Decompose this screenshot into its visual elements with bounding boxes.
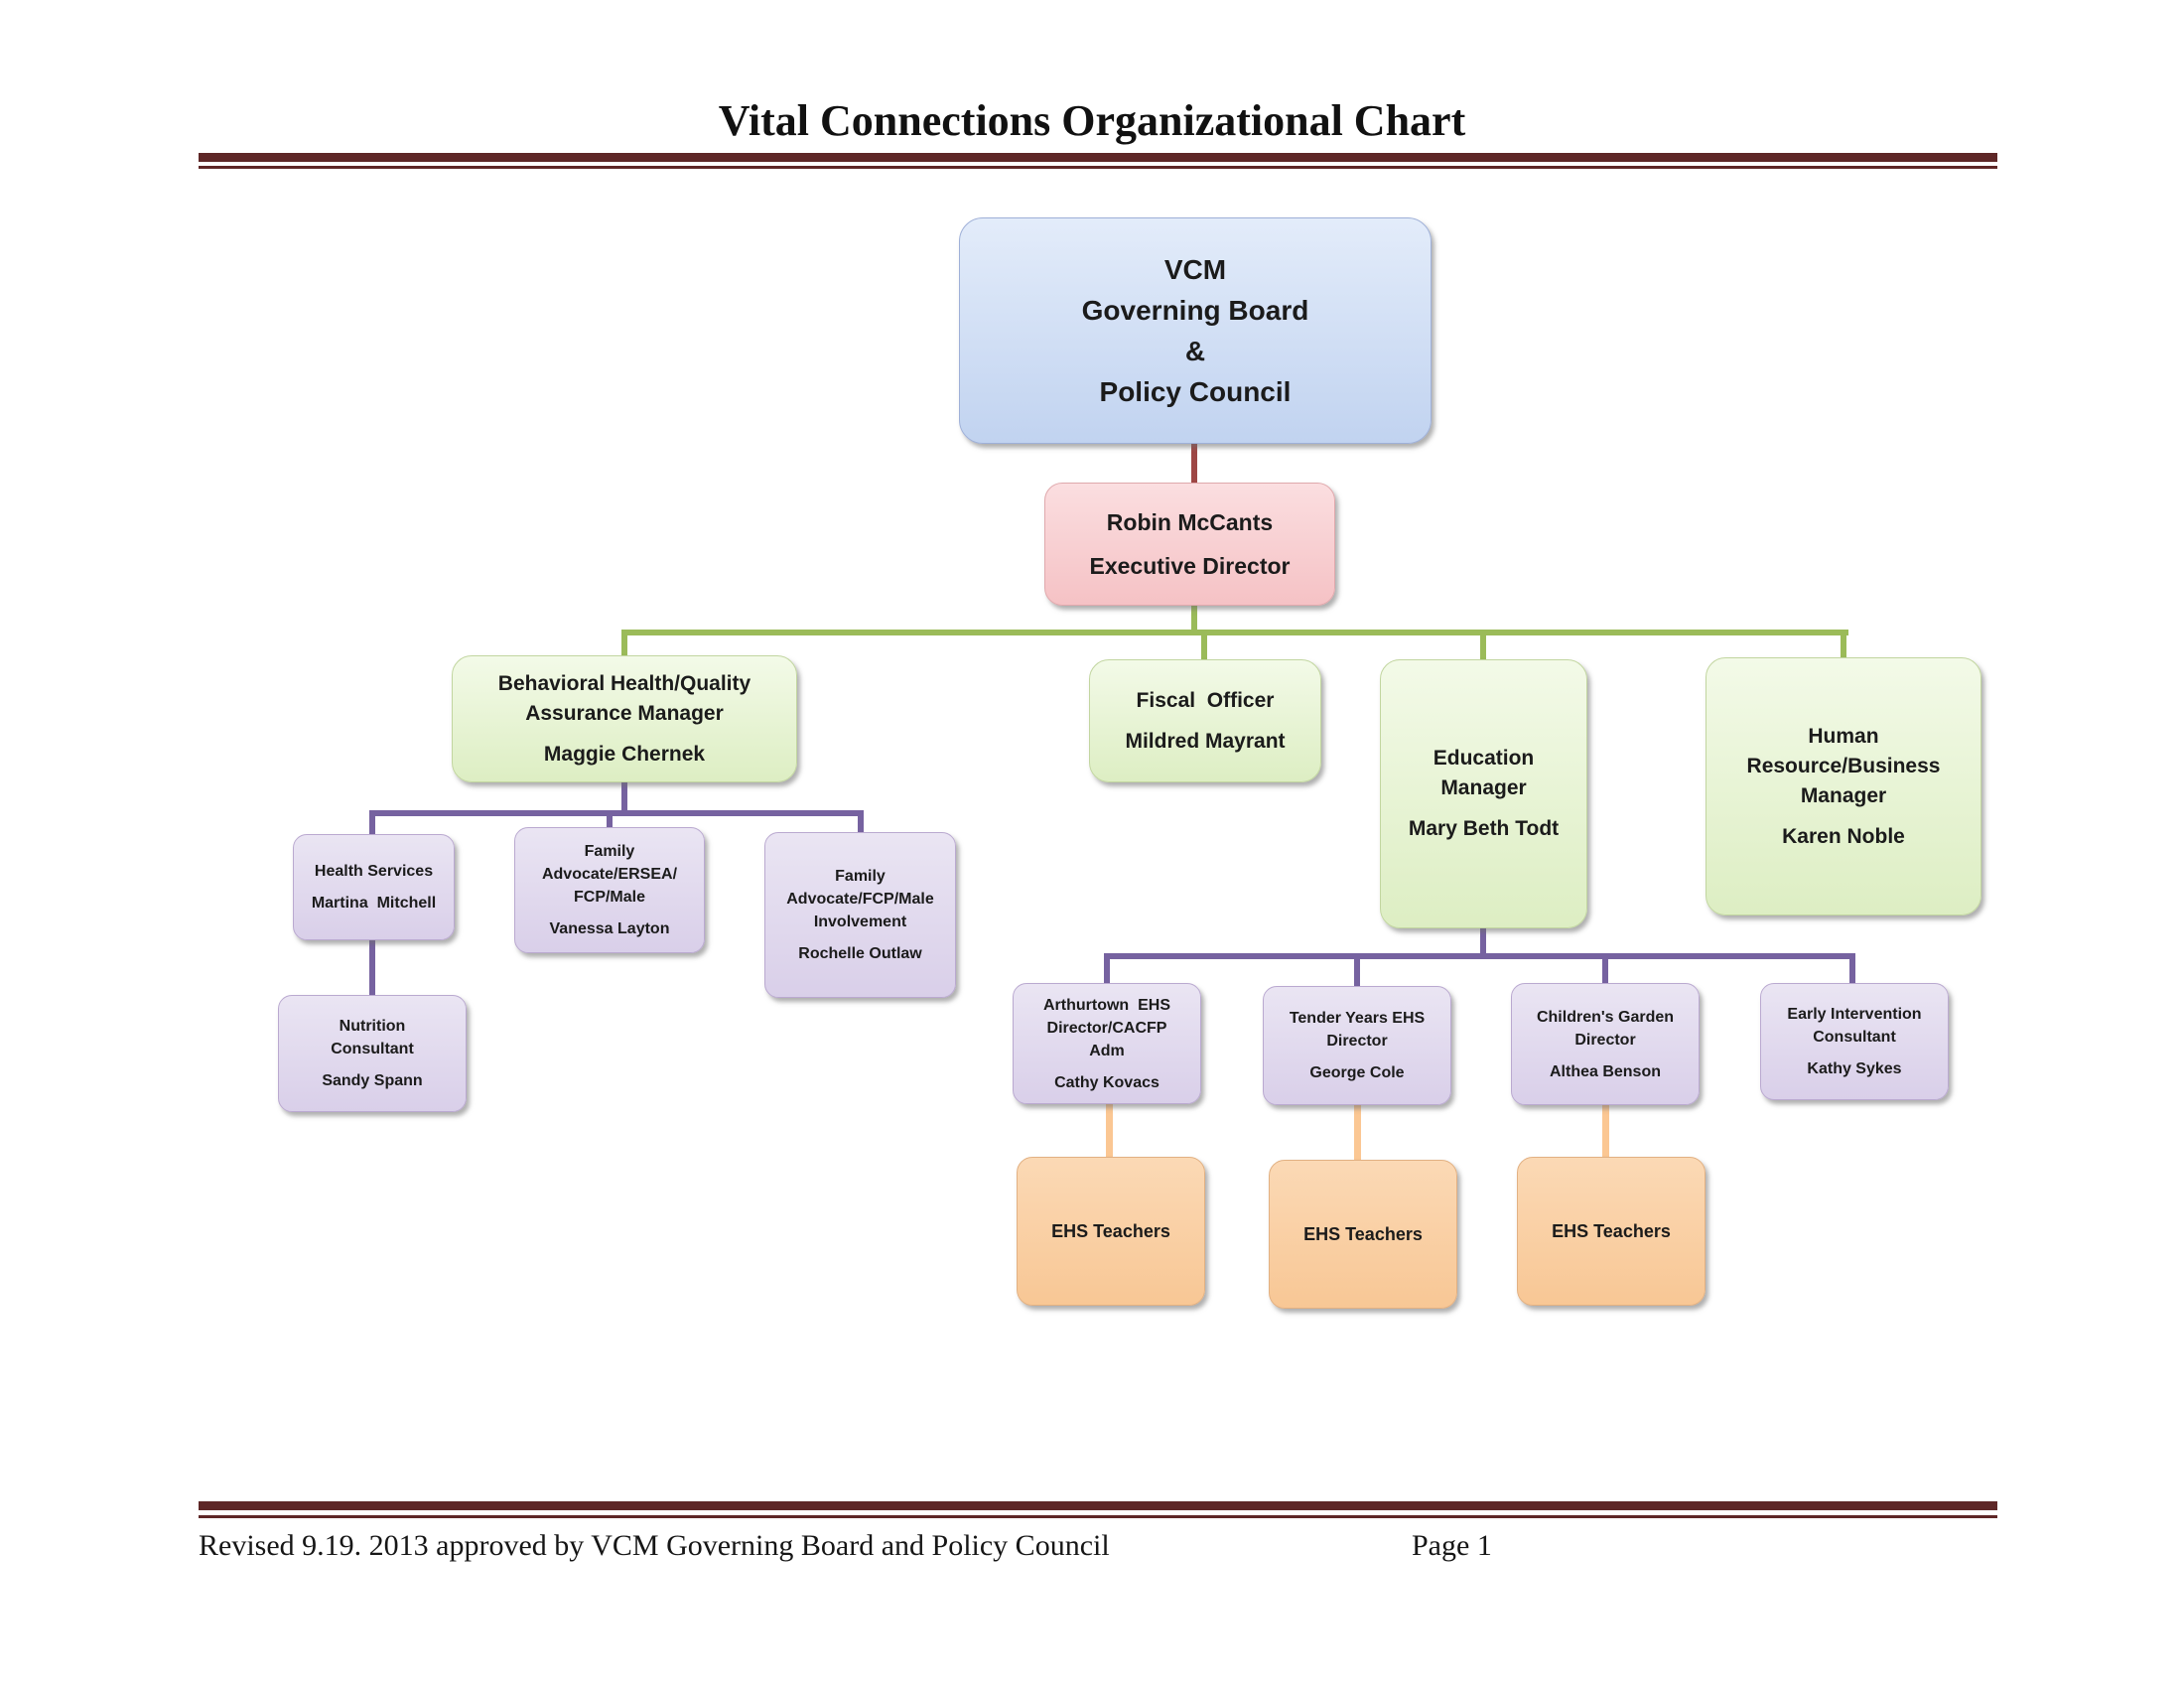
title-divider-thin xyxy=(199,166,1997,169)
footer-divider-thin xyxy=(199,1515,1997,1518)
org-node-ehs-teachers-arthurtown: EHS Teachers xyxy=(1017,1157,1205,1306)
org-node-hr-business-manager: Human Resource/Business Manager Karen No… xyxy=(1706,657,1981,915)
connector-level2-horizontal xyxy=(621,630,1848,635)
connector-drop-arthurtown xyxy=(1104,953,1110,987)
connector-behavioral-horizontal xyxy=(369,810,864,816)
org-node-childrens-garden-director: Children's Garden Director Althea Benson xyxy=(1511,983,1700,1105)
node-title: EHS Teachers xyxy=(1303,1224,1423,1244)
node-title: Human Resource/Business Manager xyxy=(1746,724,1941,807)
org-node-fiscal-officer: Fiscal Officer Mildred Mayrant xyxy=(1089,659,1321,782)
node-name: Cathy Kovacs xyxy=(1054,1073,1160,1091)
node-title: Behavioral Health/Quality Assurance Mana… xyxy=(497,671,751,725)
connector-board-to-director xyxy=(1191,444,1197,484)
connector-drop-fiscal xyxy=(1201,630,1207,663)
page-title: Vital Connections Organizational Chart xyxy=(718,96,1466,145)
org-node-arthurtown-ehs-director: Arthurtown EHS Director/CACFP Adm Cathy … xyxy=(1013,983,1201,1104)
node-title: Tender Years EHS Director xyxy=(1289,1010,1426,1050)
org-node-behavioral-health-manager: Behavioral Health/Quality Assurance Mana… xyxy=(452,655,797,782)
connector-drop-early xyxy=(1849,953,1855,987)
org-node-tender-years-ehs-director: Tender Years EHS Director George Cole xyxy=(1263,986,1451,1105)
org-node-education-manager: Education Manager Mary Beth Todt xyxy=(1380,659,1587,928)
node-title: Fiscal Officer xyxy=(1136,688,1275,712)
footer-page-number: Page 1 xyxy=(1412,1529,1492,1562)
node-name: Kathy Sykes xyxy=(1807,1060,1902,1077)
node-name: Sandy Spann xyxy=(322,1072,423,1089)
node-title: EHS Teachers xyxy=(1552,1221,1671,1241)
node-title: Children's Garden Director xyxy=(1536,1008,1675,1049)
connector-behavioral-stub xyxy=(621,782,627,814)
node-title: Family Advocate/FCP/Male Involvement xyxy=(786,868,934,930)
org-node-family-advocate-ersea: Family Advocate/ERSEA/ FCP/Male Vanessa … xyxy=(514,827,705,953)
org-node-family-advocate-fcp: Family Advocate/FCP/Male Involvement Roc… xyxy=(764,832,956,998)
connector-drop-hr xyxy=(1841,630,1846,661)
org-node-ehs-teachers-tender-years: EHS Teachers xyxy=(1269,1160,1457,1309)
node-title: Arthurtown EHS Director/CACFP Adm xyxy=(1043,996,1170,1059)
connector-drop-behavioral xyxy=(621,630,627,659)
connector-education-stub xyxy=(1480,928,1486,958)
node-title: VCM Governing Board & Policy Council xyxy=(1081,254,1309,407)
connector-garden-to-teachers xyxy=(1602,1105,1609,1160)
node-name: Vanessa Layton xyxy=(549,920,670,937)
org-node-health-services: Health Services Martina Mitchell xyxy=(293,834,455,940)
connector-education-horizontal xyxy=(1104,953,1855,959)
connector-health-to-nutrition xyxy=(369,940,375,998)
node-title: Family Advocate/ERSEA/ FCP/Male xyxy=(541,843,678,906)
title-divider-thick xyxy=(199,153,1997,162)
connector-drop-fcp xyxy=(858,810,864,836)
node-title: Robin McCants xyxy=(1106,509,1274,535)
org-node-ehs-teachers-childrens-garden: EHS Teachers xyxy=(1517,1157,1706,1306)
node-title: EHS Teachers xyxy=(1051,1221,1170,1241)
org-node-executive-director: Robin McCants Executive Director xyxy=(1044,483,1335,606)
node-title: Nutrition Consultant xyxy=(331,1018,414,1057)
node-name: Executive Director xyxy=(1089,553,1291,579)
node-name: George Cole xyxy=(1309,1064,1405,1081)
node-name: Mildred Mayrant xyxy=(1125,729,1286,753)
org-node-nutrition-consultant: Nutrition Consultant Sandy Spann xyxy=(278,995,467,1112)
footer-revision-text: Revised 9.19. 2013 approved by VCM Gover… xyxy=(199,1529,1110,1562)
connector-drop-tender xyxy=(1354,953,1360,990)
connector-drop-garden xyxy=(1602,953,1608,987)
connector-tender-to-teachers xyxy=(1354,1105,1361,1163)
connector-arthurtown-to-teachers xyxy=(1106,1102,1113,1160)
node-name: Maggie Chernek xyxy=(543,742,706,766)
org-node-governing-board: VCM Governing Board & Policy Council xyxy=(959,217,1432,444)
node-name: Rochelle Outlaw xyxy=(798,945,922,962)
node-title: Health Services xyxy=(314,863,434,880)
connector-director-stub xyxy=(1191,605,1197,635)
node-name: Mary Beth Todt xyxy=(1408,817,1560,840)
node-name: Karen Noble xyxy=(1782,824,1905,848)
node-title: Early Intervention Consultant xyxy=(1787,1006,1922,1046)
connector-drop-ersea xyxy=(607,810,613,831)
org-node-early-intervention-consultant: Early Intervention Consultant Kathy Syke… xyxy=(1760,983,1949,1100)
node-name: Martina Mitchell xyxy=(311,895,437,912)
connector-drop-education xyxy=(1480,630,1486,663)
node-name: Althea Benson xyxy=(1549,1062,1661,1080)
node-title: Education Manager xyxy=(1433,747,1535,799)
connector-drop-health xyxy=(369,810,375,838)
footer-divider-thick xyxy=(199,1501,1997,1510)
